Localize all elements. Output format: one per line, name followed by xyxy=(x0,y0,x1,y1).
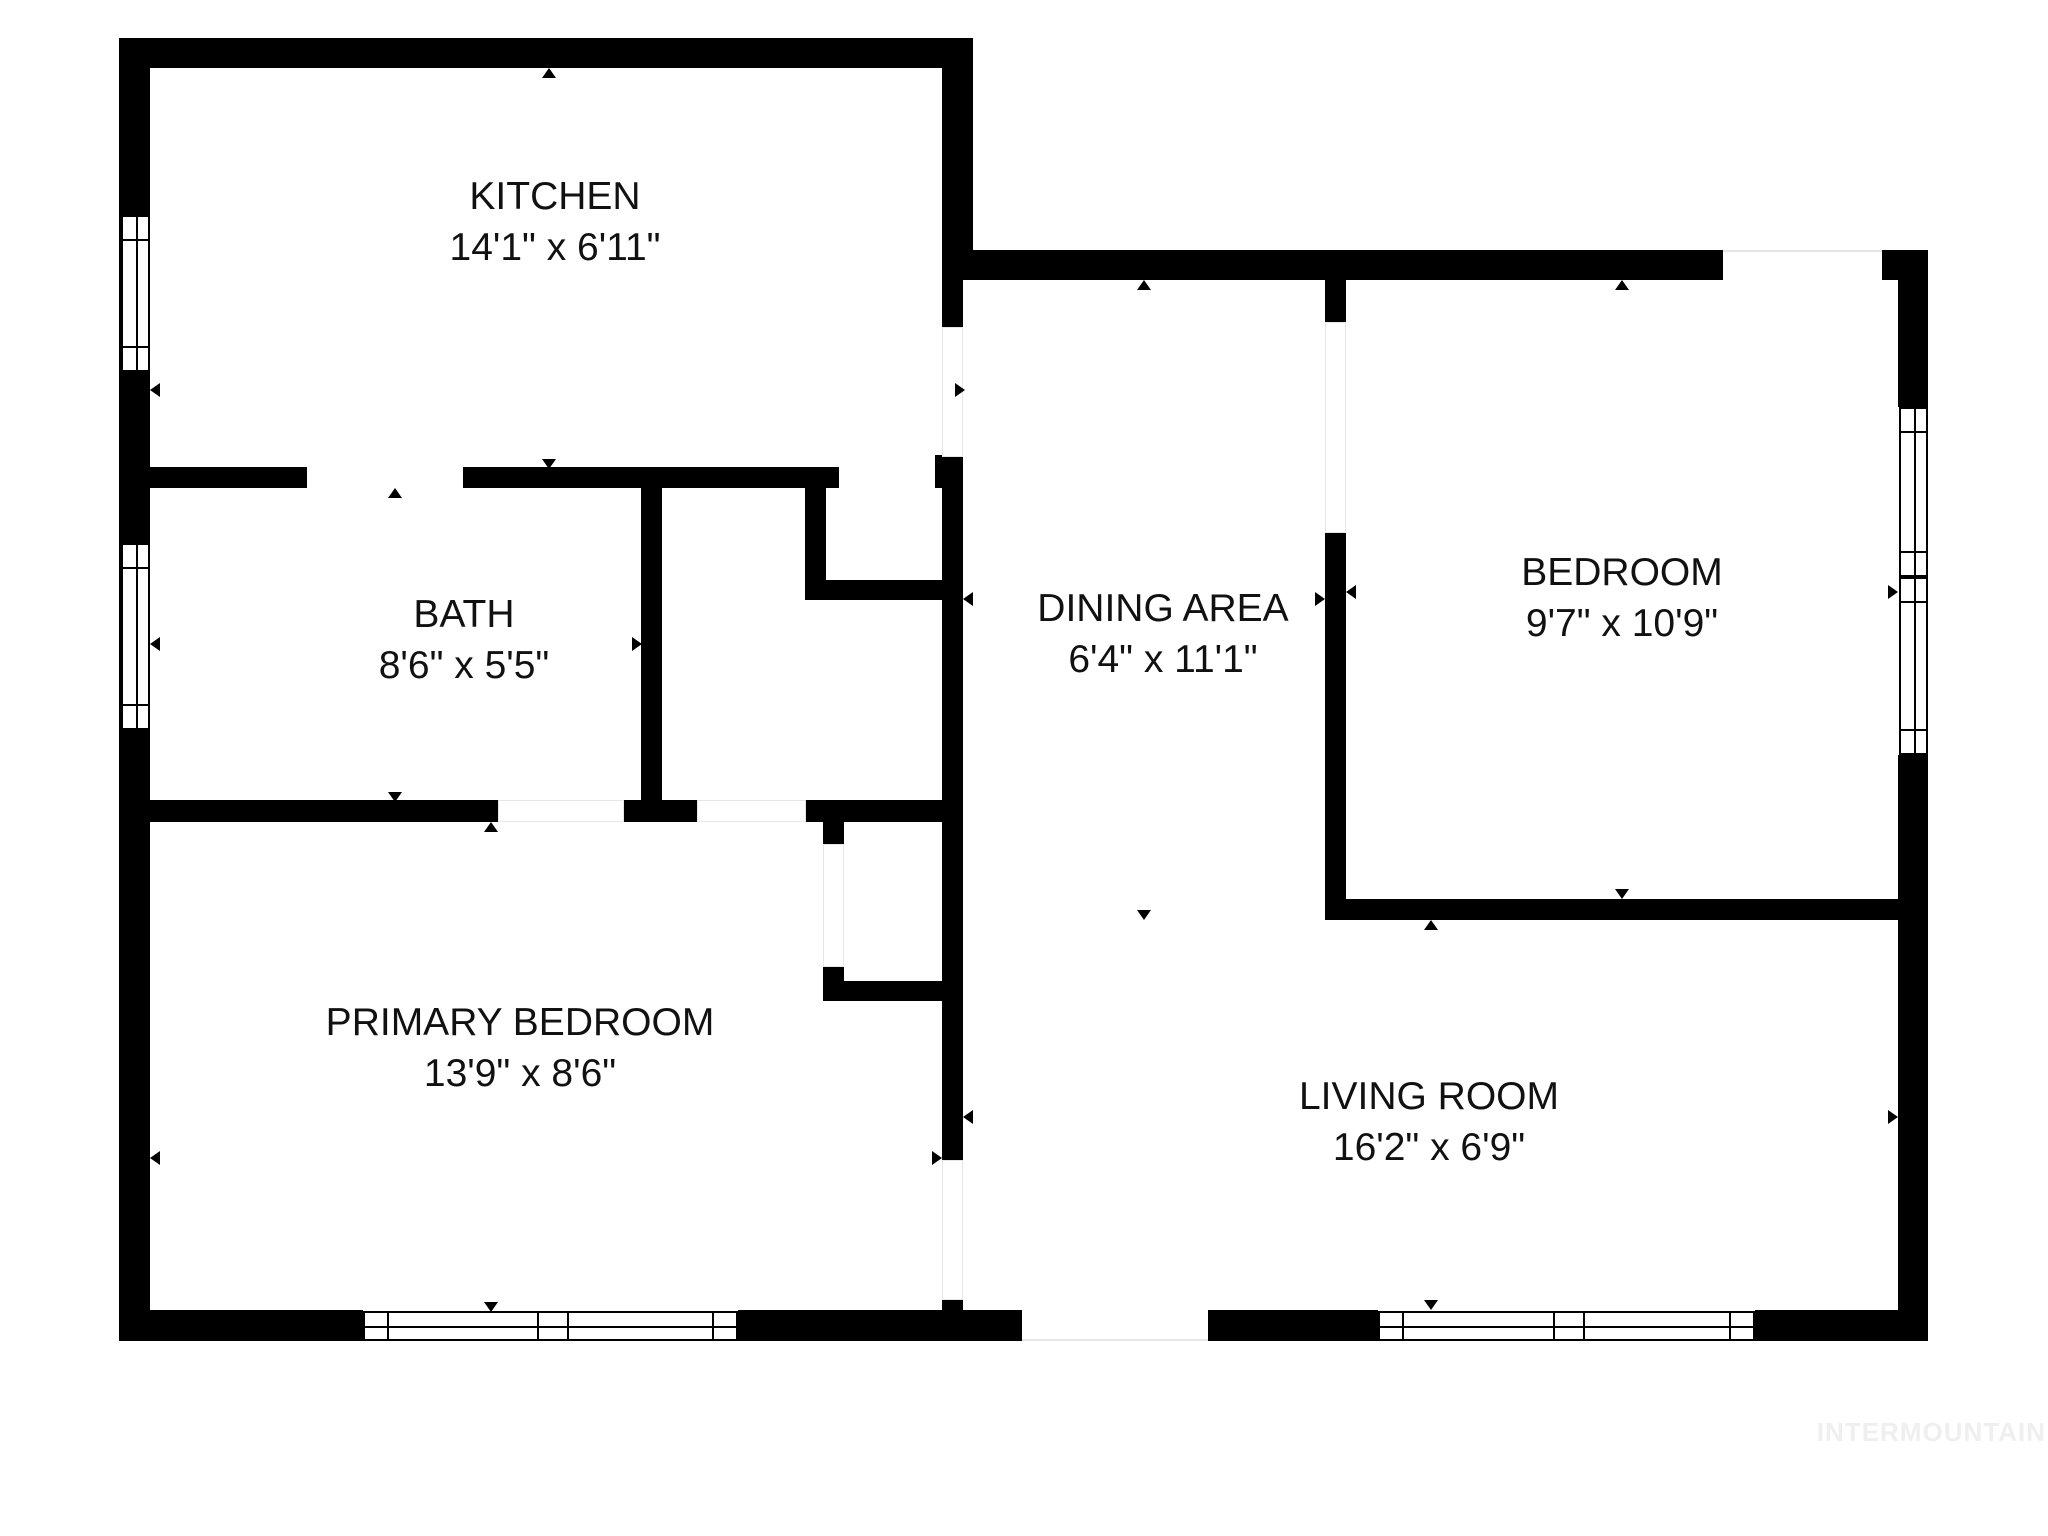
wall-stub-kitchen xyxy=(935,455,945,488)
room-label-primary-bedroom: PRIMARY BEDROOM 13'9" x 8'6" xyxy=(326,998,715,1099)
marker-icon xyxy=(932,1151,942,1165)
room-label-kitchen: KITCHEN 14'1" x 6'11" xyxy=(450,172,661,273)
marker-icon xyxy=(484,1302,498,1312)
marker-icon xyxy=(1346,585,1356,599)
door-bedroom-dining xyxy=(1325,322,1346,533)
wall-kitchen-right xyxy=(942,38,973,280)
wall-bedroom-left-lower xyxy=(1325,533,1346,920)
room-dimensions: 6'4" x 11'1" xyxy=(1068,637,1258,681)
window-kitchen xyxy=(121,215,150,372)
marker-icon xyxy=(1424,920,1438,930)
marker-icon xyxy=(1615,280,1629,290)
door-primary-dining xyxy=(942,1160,963,1300)
wall-outer-right-lower xyxy=(1898,755,1928,1341)
wall-bath-bottom xyxy=(149,800,498,822)
wall-outer-right-upper xyxy=(1898,280,1928,407)
door-primary-closet xyxy=(823,844,844,967)
window-bath xyxy=(121,543,150,730)
marker-icon xyxy=(388,792,402,802)
wall-kitchen-top xyxy=(119,38,973,68)
wall-bottom-1 xyxy=(119,1310,363,1341)
room-dimensions: 14'1" x 6'11" xyxy=(449,225,661,269)
wall-bottom-2 xyxy=(738,1310,1022,1341)
window-primary-bedroom xyxy=(363,1311,738,1341)
wall-bedroom-bottom xyxy=(1325,899,1928,920)
marker-icon xyxy=(1888,585,1898,599)
wall-primary-closet-bottom xyxy=(823,981,943,1001)
room-label-bath: BATH 8'6" x 5'5" xyxy=(379,590,550,691)
wall-kitchen-bottom-left xyxy=(149,467,307,488)
wall-bath-bottom-post xyxy=(624,800,697,822)
window-bedroom-upper xyxy=(1899,407,1928,577)
room-dimensions: 16'2" x 6'9" xyxy=(1332,1125,1526,1169)
marker-icon xyxy=(963,1110,973,1124)
entry-opening xyxy=(1022,1339,1208,1341)
wall-bath-right xyxy=(641,467,662,822)
room-name: PRIMARY BEDROOM xyxy=(325,1001,715,1044)
marker-icon xyxy=(150,1151,160,1165)
marker-icon xyxy=(1424,1300,1438,1310)
marker-icon xyxy=(150,383,160,397)
marker-icon xyxy=(963,592,973,606)
marker-icon xyxy=(1315,592,1325,606)
marker-icon xyxy=(542,459,556,469)
marker-icon xyxy=(1888,1110,1898,1124)
wall-bottom-4 xyxy=(1755,1310,1928,1341)
wall-closet-left xyxy=(805,467,826,600)
marker-icon xyxy=(1137,280,1151,290)
marker-icon xyxy=(388,488,402,498)
room-label-dining-area: DINING AREA 6'4" x 11'1" xyxy=(1037,584,1288,685)
room-dimensions: 8'6" x 5'5" xyxy=(378,643,550,687)
marker-icon xyxy=(955,383,965,397)
wall-primary-top-right xyxy=(806,800,963,822)
wall-closet-bottom xyxy=(805,580,943,600)
marker-icon xyxy=(542,68,556,78)
marker-icon xyxy=(632,637,642,651)
room-dimensions: 13'9" x 8'6" xyxy=(423,1051,617,1095)
room-name: LIVING ROOM xyxy=(1298,1075,1560,1118)
room-label-bedroom: BEDROOM 9'7" x 10'9" xyxy=(1521,548,1723,649)
marker-icon xyxy=(1137,910,1151,920)
marker-icon xyxy=(1615,889,1629,899)
room-label-living-room: LIVING ROOM 16'2" x 6'9" xyxy=(1299,1072,1559,1173)
door-bath xyxy=(498,800,624,822)
opening-top-right xyxy=(1723,250,1882,252)
room-name: DINING AREA xyxy=(1037,587,1289,630)
window-living-room xyxy=(1378,1311,1755,1341)
marker-icon xyxy=(484,822,498,832)
wall-dining-left-upper xyxy=(942,280,963,327)
watermark: INTERMOUNTAIN xyxy=(1816,1417,2046,1447)
wall-dining-left-post xyxy=(942,1300,963,1312)
wall-bedroom-left-upper xyxy=(1325,280,1346,322)
room-name: KITCHEN xyxy=(469,175,641,218)
marker-icon xyxy=(150,637,160,651)
wall-corner-top-right xyxy=(1882,250,1928,280)
wall-bottom-3 xyxy=(1208,1310,1378,1341)
room-dimensions: 9'7" x 10'9" xyxy=(1525,601,1719,645)
door-closet xyxy=(697,800,806,822)
wall-dining-top xyxy=(960,250,1723,280)
wall-primary-closet-post-top xyxy=(823,822,844,844)
window-bedroom-lower xyxy=(1899,577,1928,755)
room-name: BEDROOM xyxy=(1521,551,1723,594)
room-name: BATH xyxy=(413,593,515,636)
